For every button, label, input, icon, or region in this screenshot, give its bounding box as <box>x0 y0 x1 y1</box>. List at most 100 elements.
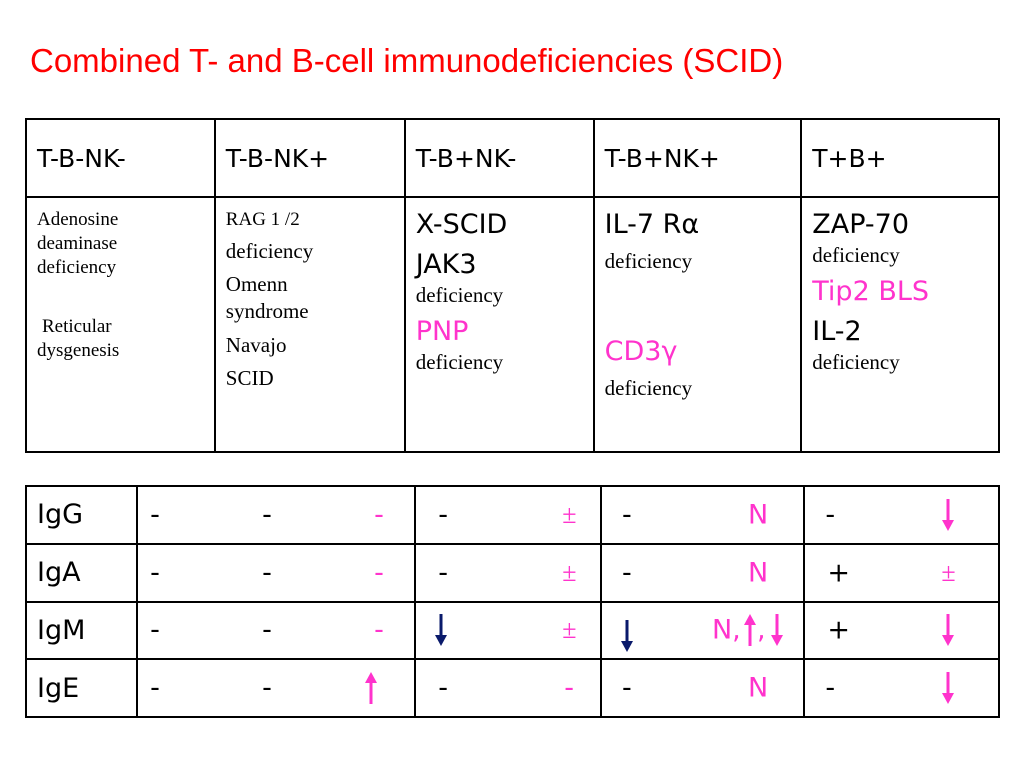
text-deficiency: deficiency <box>604 248 693 273</box>
row-igg: IgG - - - - ± - N - <box>24 485 1000 545</box>
cell-iga-3: - N <box>599 542 806 603</box>
cell-igg-1: - - - <box>136 485 417 545</box>
mark: - <box>262 557 272 589</box>
header-t-bplus-nk-plus: T-B+NK+ <box>592 118 803 198</box>
text-cd3-gamma: CD3γ <box>604 336 678 368</box>
arrow-down-icon <box>620 619 633 652</box>
arrow-down-icon <box>942 498 955 531</box>
mark: - <box>825 499 836 531</box>
cell-igm-3: N, , <box>599 600 806 661</box>
arrow-down-icon <box>942 614 955 647</box>
text-syndrome: syndrome <box>225 299 309 324</box>
label-igg: IgG <box>24 485 139 545</box>
mark: - <box>374 557 384 589</box>
mark: - <box>621 557 632 589</box>
row-ige: IgE - - - - - N - <box>24 658 1000 718</box>
text-pnp: PNP <box>415 315 469 347</box>
mark: - <box>374 499 384 531</box>
mark: - <box>438 499 448 531</box>
cell-iga-4: + ± <box>803 542 1000 603</box>
cell-t-b-nk-plus: RAG 1 /2 deficiency Omenn syndrome Navaj… <box>213 196 406 453</box>
cell-igm-4: + <box>803 600 1000 661</box>
mark: - <box>825 672 836 704</box>
mark: - <box>150 499 160 531</box>
text-tip2-bls: Tip2 BLS <box>812 276 930 308</box>
cell-igm-1: - - - <box>136 600 417 661</box>
label-iga: IgA <box>24 542 139 603</box>
text-scid: SCID <box>225 365 274 390</box>
mark: - <box>262 614 272 646</box>
disease-row: Adenosine deaminase deficiency Reticular… <box>25 196 1000 453</box>
cell-t-bplus-nk-plus: IL-7 Rα deficiency CD3γ deficiency <box>592 196 803 453</box>
text-zap70: ZAP-70 <box>812 209 910 240</box>
arrow-down-icon <box>770 614 783 647</box>
cell-iga-1: - - - <box>136 542 417 603</box>
mark: - <box>621 499 632 531</box>
text-deficiency: deficiency <box>604 375 693 400</box>
text-deficiency: deficiency <box>812 242 900 267</box>
cell-igg-2: - ± <box>414 485 602 545</box>
cell-ige-1: - - <box>136 658 417 718</box>
mark: - <box>262 499 272 531</box>
cell-tplus-bplus: ZAP-70 deficiency Tip2 BLS IL-2 deficien… <box>800 196 1000 453</box>
label-ige: IgE <box>24 658 139 718</box>
text-navajo: Navajo <box>225 332 287 357</box>
cell-ige-3: - N <box>599 658 806 718</box>
cell-iga-2: - ± <box>414 542 602 603</box>
cell-ige-2: - - <box>414 658 602 718</box>
arrow-down-icon <box>435 614 448 647</box>
mark: N <box>747 672 769 704</box>
text-deaminase: deaminase <box>37 232 118 254</box>
mark: ± <box>562 615 577 645</box>
arrow-down-icon <box>942 672 955 705</box>
mark: - <box>564 672 574 704</box>
text-deficiency: deficiency <box>225 238 314 263</box>
text-reticular: Reticular <box>42 316 112 338</box>
cell-igg-4: - <box>803 485 1000 545</box>
mark: + <box>827 557 850 589</box>
cell-ige-4: - <box>803 658 1000 718</box>
header-tplus-bplus: T+B+ <box>800 118 1000 198</box>
text-jak3: JAK3 <box>415 248 477 280</box>
row-iga: IgA - - - - ± - N + ± <box>24 542 1000 603</box>
cell-t-b-nk-minus: Adenosine deaminase deficiency Reticular… <box>25 196 216 453</box>
text-deficiency: deficiency <box>415 349 504 374</box>
mark: N <box>747 557 769 589</box>
mark: ± <box>941 557 956 587</box>
arrow-up-icon <box>365 672 378 705</box>
arrow-up-icon <box>743 614 756 647</box>
mark: - <box>438 672 448 704</box>
mark: - <box>150 557 160 589</box>
cell-igm-2: ± <box>414 600 602 661</box>
text-deficiency: deficiency <box>37 256 117 278</box>
mark: ± <box>562 499 577 529</box>
scid-classification-table: T-B-NK- T-B-NK+ T-B+NK- T-B+NK+ T+B+ Ade… <box>25 118 1000 453</box>
header-t-b-nk-plus: T-B-NK+ <box>213 118 406 198</box>
mark: + <box>827 614 850 646</box>
cell-t-bplus-nk-minus: X-SCID JAK3 deficiency PNP deficiency <box>403 196 595 453</box>
header-t-bplus-nk-minus: T-B+NK- <box>403 118 595 198</box>
header-row: T-B-NK- T-B-NK+ T-B+NK- T-B+NK+ T+B+ <box>25 118 1000 198</box>
mark: , <box>756 614 766 646</box>
text-il2: IL-2 <box>812 315 862 347</box>
text-dysgenesis: dysgenesis <box>37 340 120 361</box>
text-x-scid: X-SCID <box>415 209 508 240</box>
text-omenn: Omenn <box>225 272 288 297</box>
text-il7r-alpha: IL-7 Rα <box>604 209 700 240</box>
mark: - <box>438 557 448 589</box>
mark: - <box>621 672 632 704</box>
header-t-b-nk-minus: T-B-NK- <box>25 118 216 198</box>
immunoglobulin-table: IgG - - - - ± - N - IgA - - - - ± <box>24 485 1000 718</box>
mark: - <box>374 614 384 646</box>
mark: N <box>747 499 769 531</box>
mark: N, <box>711 614 741 646</box>
mark: - <box>150 672 160 704</box>
mark: - <box>150 614 160 646</box>
slide-title: Combined T- and B-cell immunodeficiencie… <box>30 42 784 79</box>
text-adenosine: Adenosine <box>37 209 119 230</box>
label-igm: IgM <box>24 600 139 661</box>
text-deficiency: deficiency <box>812 349 900 374</box>
text-rag: RAG 1 /2 <box>225 209 300 230</box>
mark: ± <box>562 557 577 587</box>
cell-igg-3: - N <box>599 485 806 545</box>
